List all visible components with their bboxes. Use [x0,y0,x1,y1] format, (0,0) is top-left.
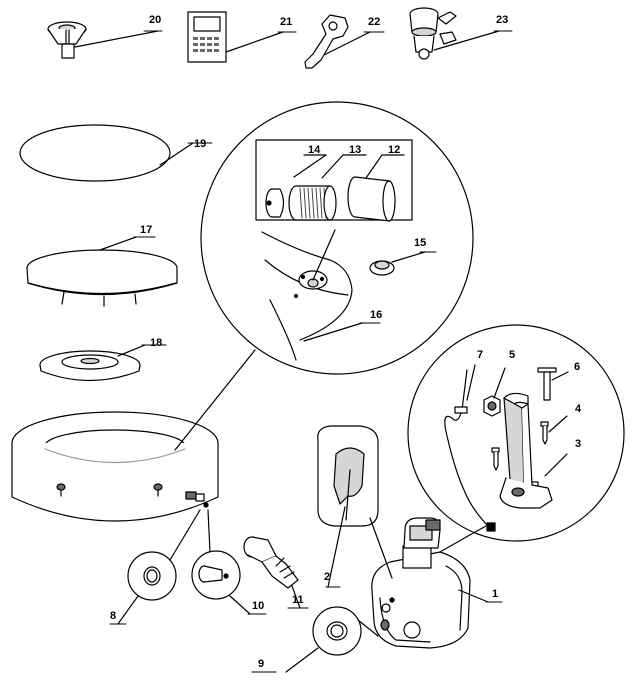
part-label-12: 12 [388,144,401,156]
part-label-21: 21 [280,16,293,28]
part-label-2: 2 [324,571,331,583]
part-10-detail-circle [191,509,251,615]
part-label-23: 23 [496,14,509,26]
part-label-1: 1 [492,588,499,600]
part-label-13: 13 [349,144,362,156]
part-14-filter-cap [265,188,285,218]
part-label-4: 4 [575,403,582,415]
spa-body [11,411,219,522]
part-3-bracket [499,392,553,509]
part-12-filter-housing [347,176,396,222]
part-label-6: 6 [574,361,581,373]
part-23-hose-adapter [409,7,500,60]
part-8-gasket [117,509,201,625]
part-5-nut [483,395,501,417]
filter-detail-circle [200,101,474,375]
part-label-10: 10 [252,600,265,612]
part-label-7: 7 [477,349,484,361]
part-17-spa-cover [26,236,178,307]
pump-detail-circle [407,324,625,542]
part-label-11: 11 [292,594,304,606]
part-20-drain-valve [47,21,159,59]
part-18-inflatable-lid [39,344,146,382]
part-label-14: 14 [308,144,321,156]
part-1-pump-unit [369,517,489,649]
part-label-5: 5 [509,349,516,361]
part-label-20: 20 [149,14,162,26]
part-label-22: 22 [368,16,381,28]
leader-spa-to-detail [174,349,256,451]
label-underlines [109,30,513,673]
part-9-gasket [285,606,379,673]
part-6-t-bolt [537,367,557,401]
part-label-19: 19 [194,138,207,150]
part-2-detail-panel [317,425,379,588]
part-label-3: 3 [575,438,582,450]
part-7-sensor-cable [444,369,496,532]
part-22-spanner-wrench [304,14,371,69]
part-label-15: 15 [414,237,427,249]
part-21-control-unit [187,11,284,63]
part-15-plug [369,260,395,276]
part-label-18: 18 [150,337,163,349]
part-label-9: 9 [258,658,265,670]
part-label-8: 8 [110,610,117,622]
part-19-ground-cloth [19,124,194,182]
part-13-filter-cartridge [288,185,337,221]
part-11-connector [243,536,301,609]
part-label-17: 17 [140,224,153,236]
part-label-16: 16 [370,309,383,321]
